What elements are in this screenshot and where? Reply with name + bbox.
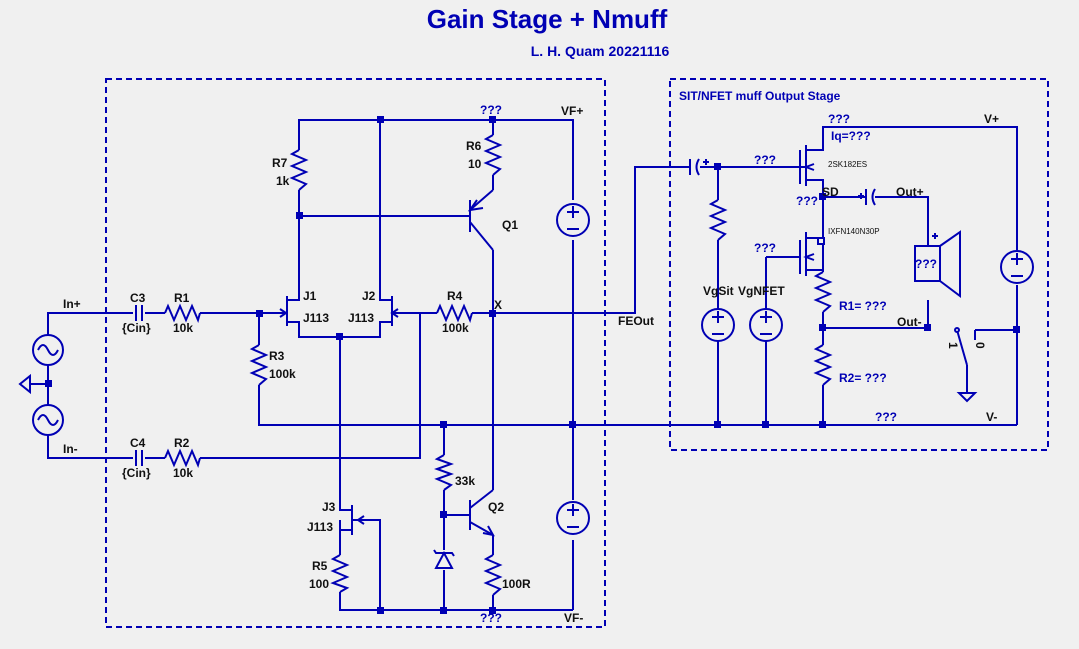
label-r5-ref: R5 (312, 559, 328, 573)
label-r2-ref: R2 (174, 436, 190, 450)
net-label-unknown-bottom: ??? (480, 611, 502, 625)
ground-symbol-input (18, 373, 31, 395)
label-r5-value: 100 (309, 577, 329, 591)
gain-stage-box (105, 78, 606, 628)
label-iq: Iq=??? (831, 129, 871, 143)
net-label-feout: FEOut (618, 314, 654, 328)
net-label-out-minus: Out- (897, 315, 922, 329)
label-r1-value: 10k (173, 321, 193, 335)
voltage-source-vplus (1000, 250, 1034, 284)
label-q2-ref: Q2 (488, 500, 504, 514)
net-label-unknown-nfet-gate: ??? (754, 241, 776, 255)
resistor-33k (434, 454, 454, 491)
label-r6-ref: R6 (466, 139, 482, 153)
transistor-q1 (467, 189, 494, 251)
capacitor-c4 (135, 450, 143, 466)
label-33k-value: 33k (455, 474, 475, 488)
label-j2-ref: J2 (362, 289, 376, 303)
jfet-j3 (339, 505, 365, 535)
voltage-source-vfminus (556, 501, 590, 535)
net-label-unknown-sd: ??? (796, 194, 818, 208)
zener-diode (433, 549, 455, 569)
capacitor-c3 (135, 305, 143, 321)
label-r3-ref: R3 (269, 349, 285, 363)
label-j1-ref: J1 (303, 289, 317, 303)
label-r2-value: 10k (173, 466, 193, 480)
net-label-x: X (494, 298, 502, 312)
label-q1-ref: Q1 (502, 218, 518, 232)
net-label-v-minus: V- (986, 410, 997, 424)
label-j1-value: J113 (303, 311, 329, 325)
net-label-out-plus: Out+ (896, 185, 924, 199)
label-vgnfet: VgNFET (738, 284, 785, 298)
net-label-vf-plus: VF+ (561, 104, 583, 118)
net-label-in-minus: In- (63, 442, 78, 456)
transistor-q2 (469, 489, 495, 537)
label-sit-model: 2SK182ES (828, 160, 867, 169)
label-nfet-model: IXFN140N30P (828, 227, 880, 236)
label-c4-value: {Cin} (122, 466, 151, 480)
output-stage-box (669, 78, 1049, 451)
label-speaker-unknown: ??? (915, 257, 937, 271)
capacitor-output (858, 188, 876, 206)
label-r1-ref: R1 (174, 291, 190, 305)
label-r6-value: 10 (468, 157, 482, 171)
voltage-source-vgnfet (749, 308, 783, 342)
schematic-title: Gain Stage + Nmuff (427, 4, 668, 34)
net-label-unknown-sit-gate: ??? (754, 153, 776, 167)
net-label-sd: SD (822, 185, 839, 199)
label-r2-out: R2= ??? (839, 371, 887, 385)
capacitor-feout (689, 158, 709, 176)
net-label-v-plus: V+ (984, 112, 999, 126)
label-r7-value: 1k (276, 174, 290, 188)
net-label-unknown-vminus: ??? (875, 410, 897, 424)
label-j3-ref: J3 (322, 500, 336, 514)
speaker (914, 230, 961, 298)
label-r7-ref: R7 (272, 156, 288, 170)
junction-dots (45, 116, 1020, 614)
author-date: L. H. Quam 20221116 (531, 43, 670, 59)
wires (30, 119, 1018, 611)
label-j3-value: J113 (307, 520, 333, 534)
resistor-r6 (483, 134, 503, 176)
resistor-r2 (164, 448, 201, 468)
output-switch (954, 327, 976, 366)
input-source-minus (32, 404, 64, 436)
resistor-r3 (249, 344, 269, 386)
net-label-in-plus: In+ (63, 297, 81, 311)
label-j2-value: J113 (348, 311, 374, 325)
label-r4-ref: R4 (447, 289, 463, 303)
label-r3-value: 100k (269, 367, 296, 381)
voltage-source-vfplus (556, 203, 590, 237)
voltage-source-vgsit (701, 308, 735, 342)
resistor-r5 (330, 554, 350, 593)
resistor-r7 (289, 149, 309, 191)
resistor-r2-out (813, 344, 833, 386)
resistor-100r (483, 554, 503, 596)
label-r4-value: 100k (442, 321, 469, 335)
label-c3-value: {Cin} (122, 321, 151, 335)
label-c4-ref: C4 (130, 436, 146, 450)
jfet-j2 (379, 290, 420, 330)
output-stage-title: SIT/NFET muff Output Stage (679, 89, 841, 103)
net-label-unknown-top: ??? (480, 103, 502, 117)
label-r1-out: R1= ??? (839, 299, 887, 313)
resistor-r1-out (813, 271, 833, 313)
nfet-transistor (799, 230, 825, 276)
resistor-r1 (164, 303, 201, 323)
label-100r-value: 100R (502, 577, 531, 591)
resistor-bias-vgsit (708, 199, 728, 241)
label-vgsit: VgSit (703, 284, 734, 298)
label-c3-ref: C3 (130, 291, 146, 305)
switch-label-0: 0 (973, 342, 987, 349)
jfet-j1 (279, 290, 300, 330)
switch-label-1: 1 (946, 342, 960, 349)
input-source-plus (32, 334, 64, 366)
resistor-r4 (436, 303, 473, 323)
net-label-unknown-vplus: ??? (828, 112, 850, 126)
net-label-vf-minus: VF- (564, 611, 583, 625)
sit-transistor (799, 140, 824, 197)
ground-symbol-output (956, 392, 978, 403)
